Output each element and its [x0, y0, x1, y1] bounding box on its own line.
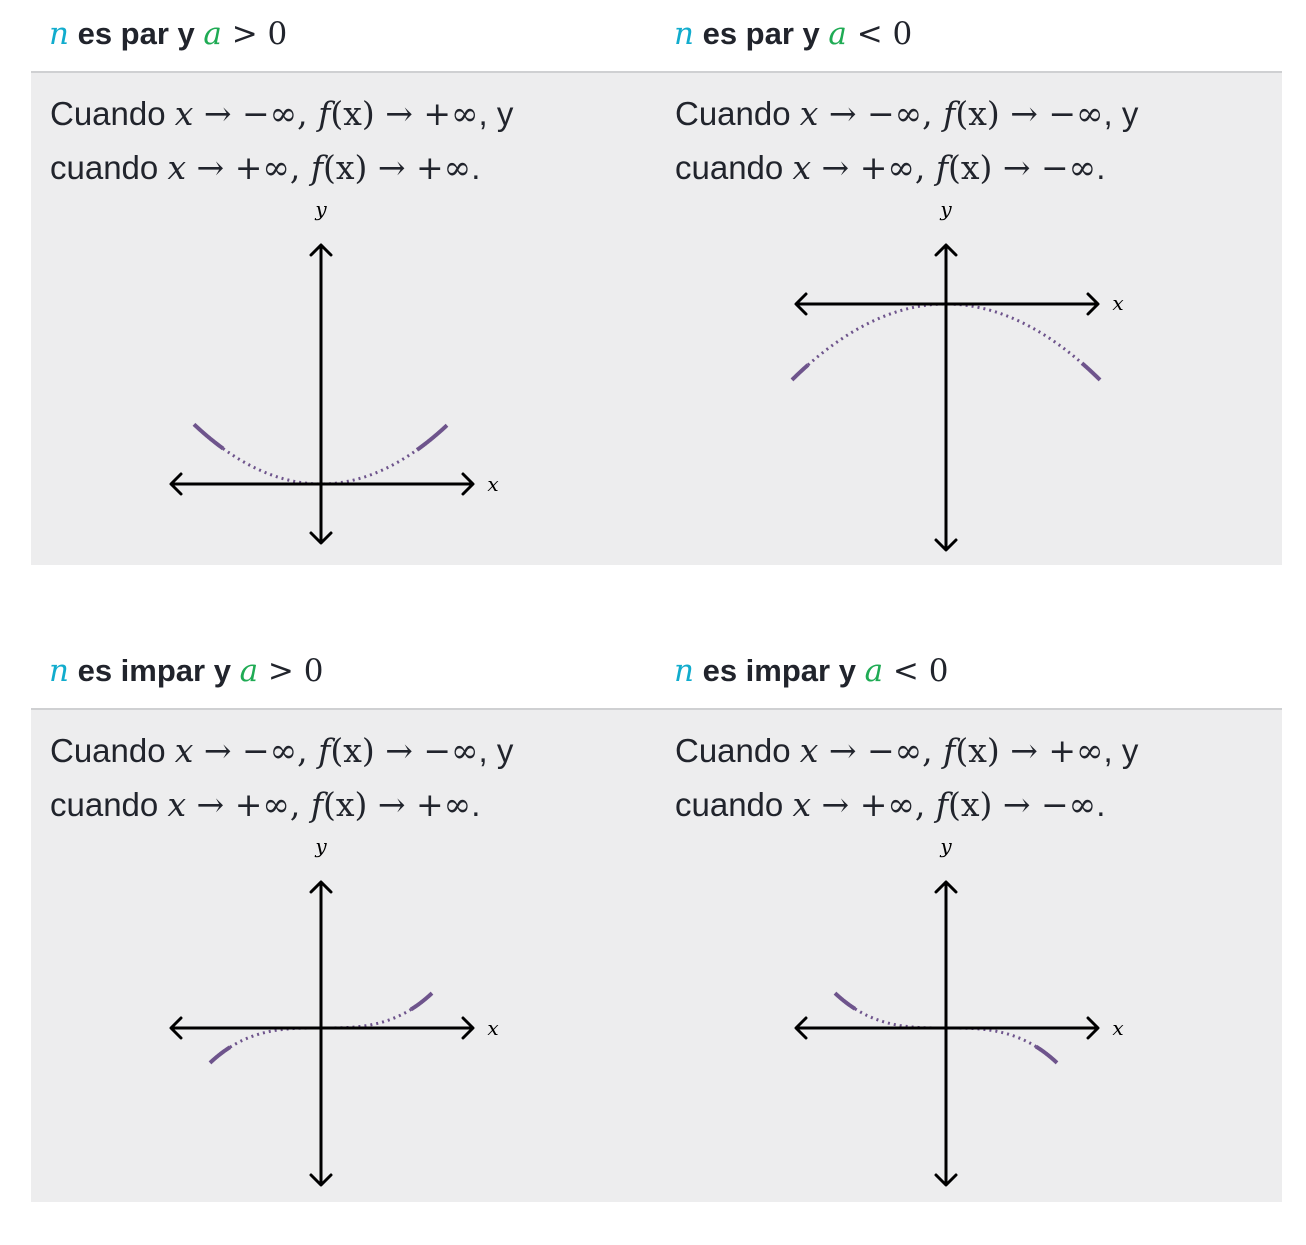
axis-arrowhead	[794, 1016, 808, 1040]
cases-panel: Cuando x → −∞, f(x) → +∞, y cuando x → +…	[31, 73, 1282, 565]
axis-arrowhead	[1086, 292, 1100, 316]
axis-arrowhead	[309, 243, 333, 257]
graph-odd-positive: yx	[169, 834, 499, 1187]
graph-odd-negative: yx	[794, 834, 1124, 1187]
curve-middle-dotted	[222, 447, 418, 486]
graph-even-positive: yx	[169, 197, 499, 545]
axis-arrowhead	[934, 1173, 958, 1187]
section-header: n es par y a > 0 n es par y a < 0	[31, 0, 1282, 71]
y-axis-label: y	[939, 197, 952, 221]
case-cell-even-negative: Cuando x → −∞, f(x) → −∞, y cuando x → +…	[656, 73, 1281, 565]
end-behavior-line-left: Cuando x → −∞, f(x) → +∞, y	[50, 94, 514, 133]
case-heading-even-positive: n es par y a > 0	[49, 16, 288, 52]
curve-right-end	[415, 423, 449, 452]
axis-arrowhead	[934, 880, 958, 894]
even-degree-section: n es par y a > 0 n es par y a < 0 Cuando…	[31, 0, 1282, 565]
end-behavior-text: Cuando x → −∞, f(x) → −∞, y cuando x → +…	[50, 724, 513, 832]
axis-arrowhead	[309, 531, 333, 545]
end-behavior-text: Cuando x → −∞, f(x) → +∞, y cuando x → +…	[50, 87, 513, 195]
x-axis-label: x	[1112, 1016, 1123, 1040]
end-behavior-line-left: Cuando x → −∞, f(x) → −∞, y	[50, 731, 514, 770]
end-behavior-line-right: cuando x → +∞, f(x) → −∞.	[675, 785, 1106, 824]
axis-arrowhead	[461, 472, 475, 496]
axis-arrowhead	[169, 472, 183, 496]
header-divider	[31, 71, 1282, 73]
graph-even-negative: yx	[790, 197, 1124, 552]
curve-right-end	[1080, 361, 1102, 382]
end-behavior-text: Cuando x → −∞, f(x) → +∞, y cuando x → +…	[675, 724, 1138, 832]
axis-arrowhead	[1086, 1016, 1100, 1040]
case-cell-even-positive: Cuando x → −∞, f(x) → +∞, y cuando x → +…	[31, 73, 656, 565]
end-behavior-line-left: Cuando x → −∞, f(x) → −∞, y	[675, 94, 1139, 133]
x-axis-label: x	[487, 1016, 498, 1040]
case-heading-odd-positive: n es impar y a > 0	[49, 653, 324, 689]
curve-left-end	[208, 1045, 232, 1065]
x-axis-label: x	[487, 472, 498, 496]
axis-arrowhead	[169, 1016, 183, 1040]
axis-arrowhead	[309, 1173, 333, 1187]
curve-right-end	[1034, 1044, 1059, 1065]
cases-panel: Cuando x → −∞, f(x) → −∞, y cuando x → +…	[31, 710, 1282, 1202]
end-behavior-text: Cuando x → −∞, f(x) → −∞, y cuando x → +…	[675, 87, 1138, 195]
axis-arrowhead	[309, 880, 333, 894]
case-heading-even-negative: n es par y a < 0	[674, 16, 913, 52]
y-axis-label: y	[314, 197, 327, 221]
x-axis-label: x	[1112, 291, 1123, 315]
axis-arrowhead	[794, 292, 808, 316]
curve-left-end	[833, 991, 857, 1011]
axis-arrowhead	[934, 243, 958, 257]
axis-arrowhead	[934, 538, 958, 552]
header-divider	[31, 708, 1282, 710]
section-header: n es impar y a > 0 n es impar y a < 0	[31, 637, 1282, 708]
axis-arrowhead	[461, 1016, 475, 1040]
end-behavior-line-right: cuando x → +∞, f(x) → −∞.	[675, 148, 1106, 187]
curve-right-end	[409, 991, 434, 1012]
curve-left-end	[790, 363, 810, 382]
y-axis-label: y	[939, 834, 952, 858]
odd-degree-section: n es impar y a > 0 n es impar y a < 0 Cu…	[31, 637, 1282, 1202]
curve-left-end	[192, 422, 225, 451]
end-behavior-line-right: cuando x → +∞, f(x) → +∞.	[50, 148, 481, 187]
case-cell-odd-positive: Cuando x → −∞, f(x) → −∞, y cuando x → +…	[31, 710, 656, 1202]
end-behavior-line-left: Cuando x → −∞, f(x) → +∞, y	[675, 731, 1139, 770]
case-heading-odd-negative: n es impar y a < 0	[674, 653, 949, 689]
end-behavior-line-right: cuando x → +∞, f(x) → +∞.	[50, 785, 481, 824]
y-axis-label: y	[314, 834, 327, 858]
case-cell-odd-negative: Cuando x → −∞, f(x) → +∞, y cuando x → +…	[656, 710, 1281, 1202]
